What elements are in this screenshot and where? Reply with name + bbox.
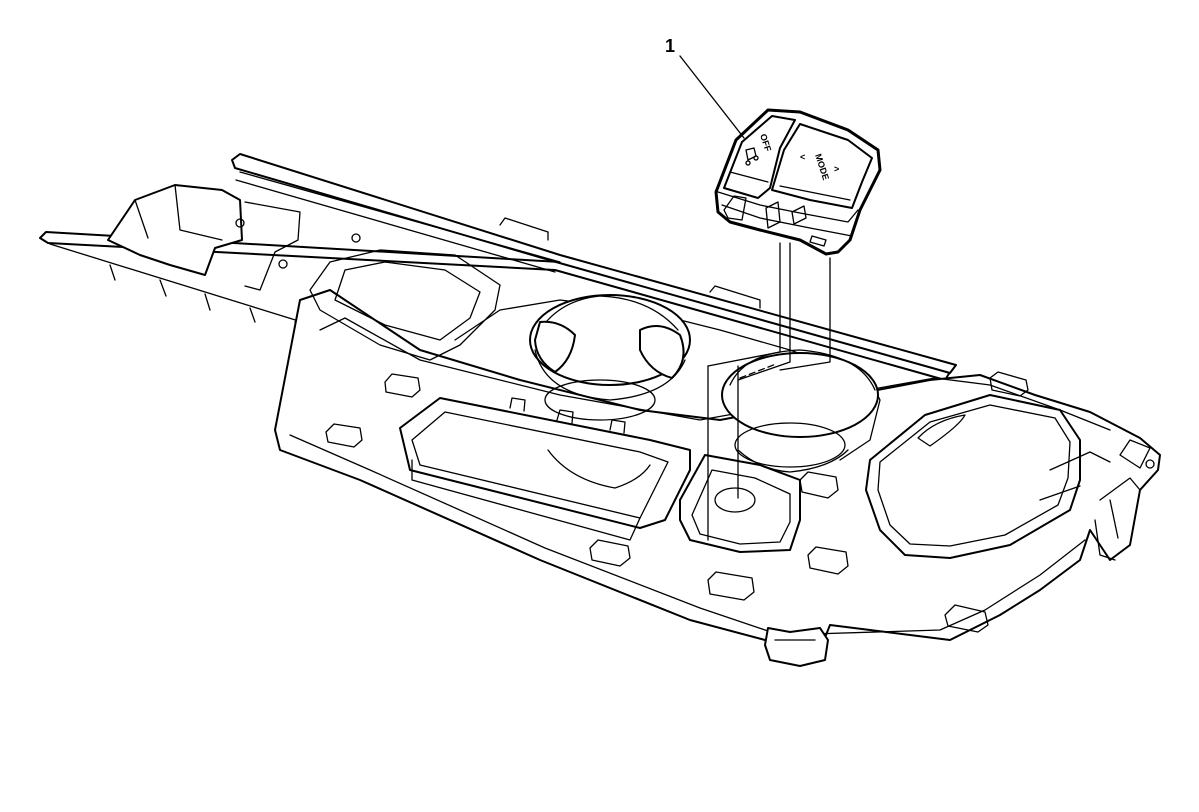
off-button — [723, 115, 796, 199]
callout-number: 1 — [665, 36, 675, 56]
cup-holder-front-rim — [721, 352, 879, 438]
callout-1: 1 — [665, 36, 745, 139]
lid-latch — [917, 414, 966, 447]
rear-bracket — [107, 184, 243, 276]
mode-arrow-left-icon: < — [800, 152, 805, 162]
clip-slot — [325, 423, 363, 448]
switch-assembly: OFF MODE < > — [714, 108, 882, 256]
front-tab — [764, 627, 829, 667]
cup-holder — [529, 294, 879, 489]
clip-slot — [589, 539, 631, 567]
left-bezel — [399, 397, 691, 529]
clip-slot — [807, 546, 849, 575]
clip-slot — [944, 604, 989, 633]
cup-tab-left — [534, 320, 576, 373]
callout-leader-line — [679, 55, 745, 139]
console-trim-plate — [39, 153, 1161, 667]
cup-tab-right — [639, 325, 685, 379]
clip-slot — [799, 471, 839, 499]
clip-slot — [707, 571, 755, 601]
mode-button — [771, 123, 873, 209]
mode-arrow-right-icon: > — [834, 164, 839, 174]
switch-opening — [679, 454, 801, 553]
clip-slot — [384, 373, 421, 398]
alignment-leaders — [707, 242, 831, 541]
switch-cutout — [679, 454, 801, 553]
rear-tray — [309, 249, 501, 361]
storage-lid — [865, 394, 1155, 561]
top-rail — [231, 153, 957, 374]
clip-slot — [989, 371, 1029, 397]
connector-housing — [723, 195, 747, 221]
vehicle-symbol-icon — [745, 147, 759, 166]
